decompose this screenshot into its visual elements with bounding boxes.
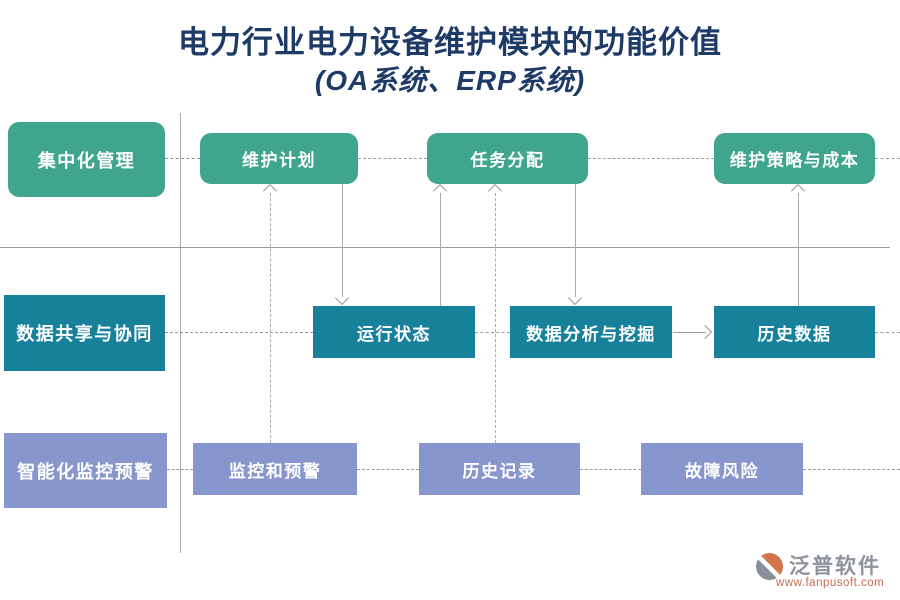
edge-line <box>798 193 799 306</box>
node-label: 维护策略与成本 <box>729 151 860 170</box>
dashed-connector <box>875 332 900 333</box>
title-line-2: (OA系统、ERP系统) <box>314 64 586 96</box>
page-title: 电力行业电力设备维护模块的功能价值 (OA系统、ERP系统) <box>0 24 900 98</box>
node-label: 数据共享与协同 <box>16 324 153 344</box>
node-intelligent-monitoring-warning: 智能化监控预警 <box>4 433 167 508</box>
node-history-record: 历史记录 <box>419 443 580 495</box>
dashed-connector <box>580 469 641 470</box>
edge-line <box>575 184 576 297</box>
edge-line <box>673 332 706 333</box>
title-line-1: 电力行业电力设备维护模块的功能价值 <box>178 25 722 60</box>
dashed-connector <box>803 469 900 470</box>
node-maintenance-plan: 维护计划 <box>200 133 358 184</box>
arrowhead-up-icon <box>790 183 806 199</box>
dashed-connector <box>165 332 313 333</box>
dashed-connector <box>875 158 900 159</box>
node-fault-risk: 故障风险 <box>641 443 803 495</box>
lane-divider-horizontal <box>0 247 890 248</box>
node-label: 数据分析与挖掘 <box>526 324 656 344</box>
node-operating-status: 运行状态 <box>313 306 475 358</box>
node-centralized-management: 集中化管理 <box>8 122 165 197</box>
fanpu-logo-icon <box>756 553 783 580</box>
edge-line <box>495 193 496 443</box>
node-maintenance-strategy-cost: 维护策略与成本 <box>714 133 875 184</box>
dashed-connector <box>358 158 427 159</box>
node-label: 任务分配 <box>470 151 545 170</box>
dashed-connector <box>165 158 200 159</box>
watermark-brand: 泛普软件 <box>789 555 881 578</box>
dashed-connector <box>588 158 714 159</box>
node-task-assignment: 任务分配 <box>427 133 588 184</box>
node-data-analysis-mining: 数据分析与挖掘 <box>510 306 672 358</box>
category-divider-vertical <box>180 113 181 553</box>
node-label: 监控和预警 <box>228 461 322 481</box>
dashed-connector <box>357 469 419 470</box>
arrowhead-up-icon <box>432 183 448 199</box>
node-label: 智能化监控预警 <box>17 461 154 482</box>
arrowhead-up-icon <box>262 183 278 199</box>
node-label: 维护计划 <box>242 151 316 170</box>
node-label: 运行状态 <box>357 324 431 344</box>
node-monitoring-warning: 监控和预警 <box>193 443 357 495</box>
arrowhead-right-icon <box>697 324 713 340</box>
node-historical-data: 历史数据 <box>714 306 875 358</box>
edge-line <box>270 193 271 443</box>
arrowhead-up-icon <box>487 183 503 199</box>
arrowhead-down-icon <box>334 290 350 306</box>
edge-line <box>342 184 343 297</box>
arrowhead-down-icon <box>567 290 583 306</box>
watermark-url: www.fanpusoft.com <box>776 577 885 589</box>
node-label: 历史数据 <box>757 324 832 344</box>
dashed-connector <box>167 469 193 470</box>
node-label: 集中化管理 <box>37 150 136 171</box>
node-label: 故障风险 <box>685 461 759 481</box>
dashed-connector <box>475 332 510 333</box>
node-label: 历史记录 <box>462 461 537 481</box>
edge-line <box>440 193 441 306</box>
node-data-sharing-collaboration: 数据共享与协同 <box>4 295 165 371</box>
